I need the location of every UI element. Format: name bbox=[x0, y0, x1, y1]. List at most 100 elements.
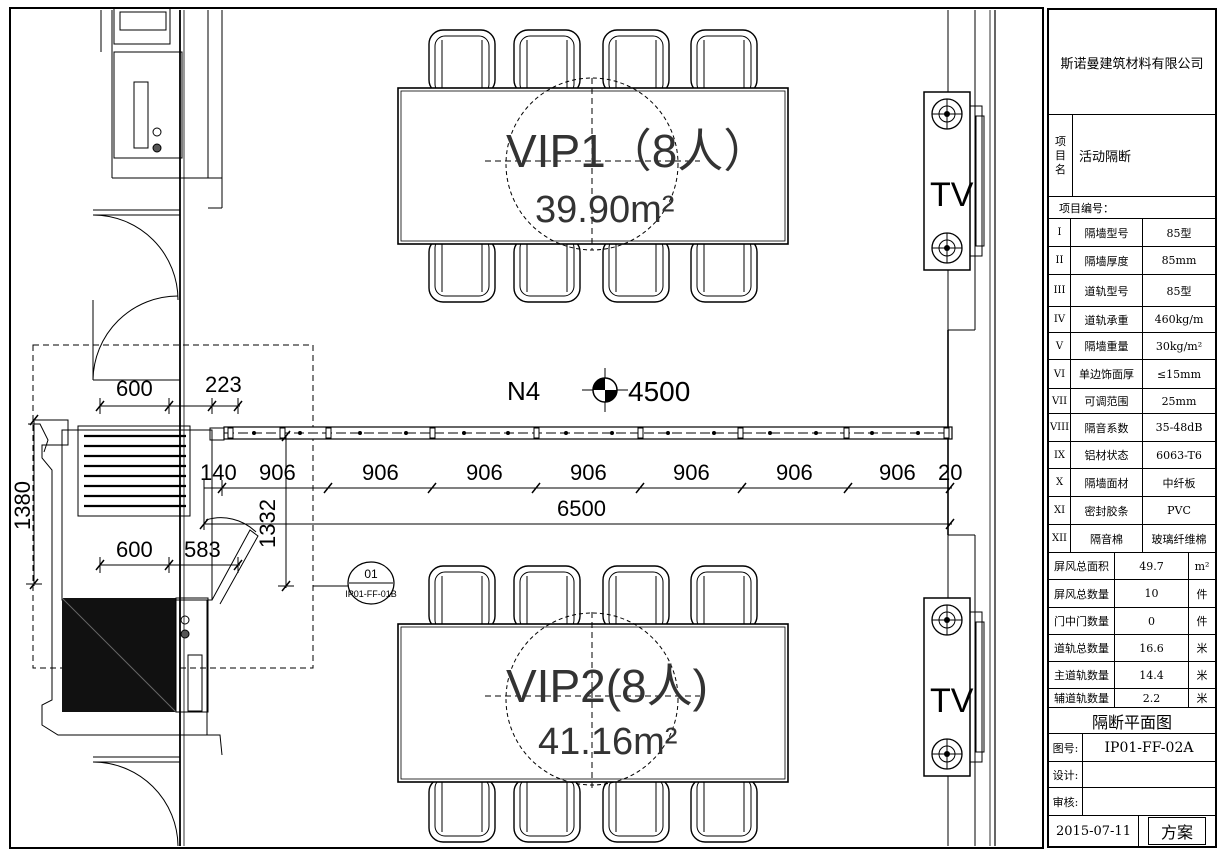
spec-no: VIII bbox=[1049, 414, 1071, 441]
track-stop bbox=[279, 427, 286, 439]
spec-item: 隔墙厚度 bbox=[1071, 247, 1143, 274]
dim-906-2: 906 bbox=[362, 460, 399, 485]
spec-item: 单边饰面厚 bbox=[1071, 360, 1143, 388]
dimension-tick bbox=[164, 400, 174, 412]
quantity-unit: 米 bbox=[1196, 692, 1208, 705]
project-name-label: 项目名 bbox=[1049, 115, 1073, 196]
track-roller bbox=[666, 431, 670, 435]
dim-906-4: 906 bbox=[570, 460, 607, 485]
vip2-name: VIP2(8人) bbox=[506, 660, 708, 712]
track-stop bbox=[533, 427, 540, 439]
spec-value: 35-48dB bbox=[1155, 421, 1203, 434]
spec-value: 玻璃纤维棉 bbox=[1151, 532, 1207, 546]
spec-no: IX bbox=[1049, 442, 1071, 468]
quantity-item: 屏风总面积 bbox=[1049, 553, 1115, 579]
section-tag-number: 01 bbox=[364, 567, 378, 581]
right-box bbox=[175, 597, 209, 713]
dim-223: 223 bbox=[205, 372, 242, 397]
dimension-tick bbox=[95, 559, 105, 571]
reviewer-value bbox=[1083, 788, 1215, 815]
designer-label: 设计: bbox=[1049, 762, 1083, 787]
dimension-tick bbox=[531, 482, 541, 494]
vip2-table bbox=[397, 623, 789, 783]
vip1-name: VIP1（8人） bbox=[506, 125, 769, 177]
floor-plan: VIP1（8人） 39.90m² VIP2(8人) 41.16m² TV TV … bbox=[9, 7, 1044, 849]
vip1-area: 39.90m² bbox=[535, 189, 674, 231]
dim-20: 20 bbox=[938, 460, 962, 485]
axis-label: N4 bbox=[507, 376, 540, 406]
project-no-row: 项目编号： bbox=[1049, 197, 1215, 219]
dim-906-6: 906 bbox=[776, 460, 813, 485]
drawing-date: 2015-07-11 bbox=[1049, 816, 1139, 846]
spec-no: V bbox=[1049, 333, 1071, 359]
dimension-tick bbox=[199, 518, 209, 530]
track-roller bbox=[712, 431, 716, 435]
quantity-value: 10 bbox=[1115, 580, 1189, 607]
spec-no: III bbox=[1049, 275, 1071, 306]
partition-track bbox=[223, 426, 953, 440]
spec-value: ≤15mm bbox=[1156, 367, 1202, 381]
track-stop bbox=[227, 427, 234, 439]
track-roller bbox=[462, 431, 466, 435]
spec-item: 隔墙面材 bbox=[1071, 469, 1143, 496]
dimension-tick bbox=[635, 482, 645, 494]
dim-1332: 1332 bbox=[255, 499, 280, 548]
track-roller bbox=[298, 431, 302, 435]
track-stop bbox=[325, 427, 332, 439]
drawing-no-label: 图号: bbox=[1049, 734, 1083, 761]
dimension-tick bbox=[164, 559, 174, 571]
dim-906-7: 906 bbox=[879, 460, 916, 485]
spec-item: 密封胶条 bbox=[1071, 497, 1143, 524]
tv-label-top: TV bbox=[930, 176, 974, 214]
drawing-no: IP01-FF-02A bbox=[1104, 739, 1194, 756]
track-roller bbox=[564, 431, 568, 435]
floor-plan-drawing: VIP1（8人） 39.90m² VIP2(8人) 41.16m² TV TV … bbox=[9, 7, 1044, 849]
left-service-area bbox=[92, 7, 223, 847]
quantity-value: 0 bbox=[1115, 608, 1189, 634]
track-roller bbox=[768, 431, 772, 435]
vip2-area: 41.16m² bbox=[538, 721, 677, 763]
vip1-table bbox=[397, 87, 789, 245]
dim-6500: 6500 bbox=[557, 496, 606, 521]
quantity-item: 辅道轨数量 bbox=[1049, 689, 1115, 707]
reviewer-row: 审核: bbox=[1049, 788, 1215, 816]
drawing-border bbox=[9, 7, 1044, 849]
quantity-value: 14.4 bbox=[1115, 662, 1189, 688]
dim-906-3: 906 bbox=[466, 460, 503, 485]
spec-value: 460kg/m bbox=[1154, 313, 1204, 326]
spec-no: XII bbox=[1049, 525, 1071, 552]
track-stop bbox=[737, 427, 744, 439]
spec-value: 6063-T6 bbox=[1156, 448, 1202, 462]
dimension-tick bbox=[217, 482, 227, 494]
dimension-tick bbox=[207, 400, 217, 412]
dimension-tick bbox=[843, 482, 853, 494]
track-stop bbox=[429, 427, 436, 439]
dim-583: 583 bbox=[184, 537, 221, 562]
track-roller bbox=[814, 431, 818, 435]
dimension-tick bbox=[945, 518, 955, 530]
track-roller bbox=[358, 431, 362, 435]
spec-no: II bbox=[1049, 247, 1071, 274]
dim-600-top: 600 bbox=[116, 376, 153, 401]
dim-906-1: 906 bbox=[259, 460, 296, 485]
dimension-tick bbox=[233, 400, 243, 412]
spec-no: X bbox=[1049, 469, 1071, 496]
stage-cell: 方案 bbox=[1139, 816, 1215, 846]
date-row: 2015-07-11 方案 bbox=[1049, 816, 1215, 846]
spec-value: 85mm bbox=[1161, 254, 1197, 267]
drawing-title: 隔断平面图 bbox=[1091, 712, 1172, 732]
dimension-tick bbox=[95, 400, 105, 412]
quantity-item: 道轨总数量 bbox=[1049, 635, 1115, 661]
dimension-tick bbox=[323, 482, 333, 494]
spec-item: 可调范围 bbox=[1071, 389, 1143, 413]
